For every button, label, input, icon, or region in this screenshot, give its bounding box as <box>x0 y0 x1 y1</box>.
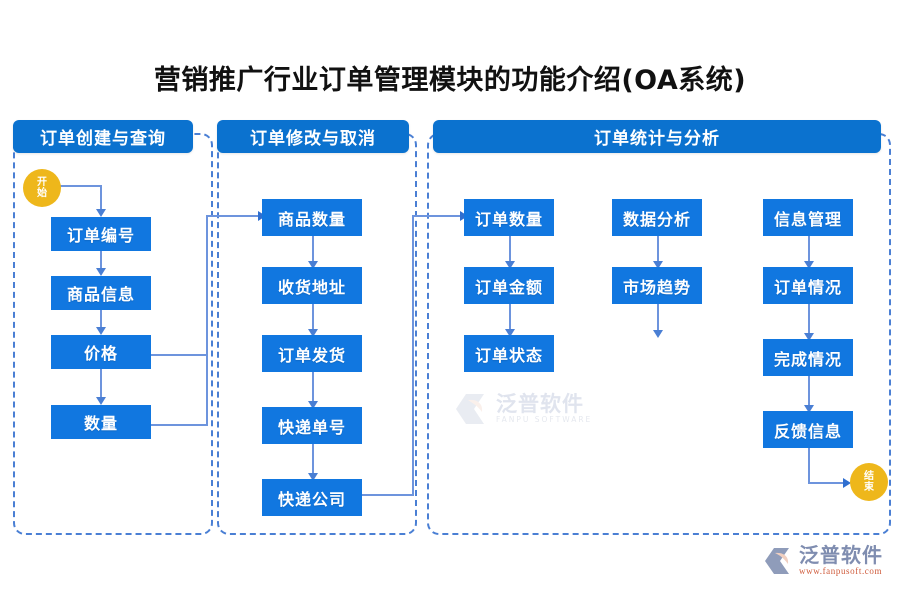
node-label: 数量 <box>83 414 118 433</box>
node-label: 商品数量 <box>277 209 346 229</box>
node-market-trend[interactable]: 市场趋势 <box>612 267 702 304</box>
node-label: 订单金额 <box>474 277 543 297</box>
connector-feedback-to-end-h <box>808 482 846 484</box>
logo-text-block: 泛普软件 www.fanpusoft.com <box>799 545 883 577</box>
terminator-start: 开 始 <box>23 169 61 207</box>
connector-company-to-bus <box>362 494 414 496</box>
fanpu-logo-icon <box>762 545 796 577</box>
node-label: 价格 <box>83 344 118 363</box>
arrow-into-goodsinfo <box>96 268 106 276</box>
panel-header-label: 订单修改与取消 <box>250 129 376 149</box>
arrow-into-orderstatus <box>505 329 515 337</box>
arrow-into-qty <box>96 397 106 405</box>
node-label: 快递公司 <box>277 489 346 509</box>
node-tracking-number[interactable]: 快递单号 <box>262 407 362 444</box>
panel-header-label: 订单统计与分析 <box>594 129 720 149</box>
logo-cn: 泛普软件 <box>799 543 883 567</box>
node-label: 订单状态 <box>474 345 543 365</box>
arrow-into-markettrend <box>653 261 663 269</box>
node-order-shipment[interactable]: 订单发货 <box>262 335 362 372</box>
node-label: 市场趋势 <box>622 277 691 297</box>
node-completion-situation[interactable]: 完成情况 <box>763 339 853 376</box>
panel-header-stats-analysis: 订单统计与分析 <box>433 120 881 153</box>
node-order-amount[interactable]: 订单金额 <box>464 267 554 304</box>
node-goods-quantity[interactable]: 商品数量 <box>262 199 362 236</box>
node-label: 快递单号 <box>277 417 346 437</box>
arrow-into-ordernum <box>96 209 106 217</box>
arrow-into-feedback <box>804 405 814 413</box>
connector-bus-into-ordercount <box>412 215 462 217</box>
arrow-into-end <box>843 478 851 488</box>
connector-goodsqty-to-address <box>312 236 314 264</box>
page-title: 营销推广行业订单管理模块的功能介绍(OA系统) <box>153 65 747 96</box>
arrow-into-orderstate <box>804 261 814 269</box>
connector-ordernum-to-goodsinfo <box>100 251 102 272</box>
terminator-start-line2: 始 <box>37 188 47 199</box>
node-label: 订单编号 <box>66 226 135 245</box>
connector-completion-to-feedback <box>808 376 810 408</box>
arrow-markettrend-downstream <box>653 330 663 338</box>
node-label: 订单情况 <box>773 277 842 297</box>
connector-infomgmt-to-orderstate <box>808 236 810 264</box>
node-price[interactable]: 价格 <box>51 335 151 369</box>
panel-header-label: 订单创建与查询 <box>40 129 166 149</box>
connector-markettrend-下游 <box>657 304 659 332</box>
panel-header-create-query: 订单创建与查询 <box>13 120 193 153</box>
node-label: 收货地址 <box>277 277 346 297</box>
node-label: 商品信息 <box>66 285 135 304</box>
node-data-analysis[interactable]: 数据分析 <box>612 199 702 236</box>
connector-feedback-to-end-v <box>808 440 810 483</box>
node-shipping-address[interactable]: 收货地址 <box>262 267 362 304</box>
connector-price-to-qty <box>100 369 102 401</box>
connector-orderstate-to-completion <box>808 304 810 336</box>
connector-bus-into-goodsqty <box>206 215 260 217</box>
connector-start-to-ordernum-h <box>60 185 101 187</box>
arrow-into-orderamount <box>505 261 515 269</box>
node-label: 订单数量 <box>474 209 543 229</box>
connector-qty-to-bus <box>151 424 208 426</box>
node-info-management[interactable]: 信息管理 <box>763 199 853 236</box>
arrow-into-completion <box>804 333 814 341</box>
node-courier-company[interactable]: 快递公司 <box>262 479 362 516</box>
arrow-into-price <box>96 327 106 335</box>
node-order-count[interactable]: 订单数量 <box>464 199 554 236</box>
panel-header-modify-cancel: 订单修改与取消 <box>217 120 409 153</box>
node-label: 信息管理 <box>773 209 842 229</box>
connector-start-to-ordernum-v <box>100 185 102 211</box>
terminator-end-line1: 结 <box>864 471 874 482</box>
node-label: 数据分析 <box>622 209 691 229</box>
connector-shipping-to-trackno <box>312 372 314 404</box>
node-label: 完成情况 <box>773 349 842 369</box>
terminator-end: 结 束 <box>850 463 888 501</box>
fanpu-logo: 泛普软件 www.fanpusoft.com <box>762 545 883 577</box>
connector-trackno-to-company <box>312 444 314 476</box>
logo-url: www.fanpusoft.com <box>799 566 883 576</box>
node-label: 反馈信息 <box>773 421 842 441</box>
terminator-end-line2: 束 <box>864 482 874 493</box>
node-order-situation[interactable]: 订单情况 <box>763 267 853 304</box>
arrow-into-shipping <box>308 329 318 337</box>
connector-dataanalysis-to-markettrend <box>657 236 659 264</box>
connector-orderamount-to-orderstatus <box>509 304 511 332</box>
connector-ordercount-to-orderamount <box>509 236 511 264</box>
arrow-into-company <box>308 473 318 481</box>
connector-bus-col2-to-col3 <box>412 215 414 496</box>
node-order-status[interactable]: 订单状态 <box>464 335 554 372</box>
connector-bus-col1-to-col2 <box>206 215 208 426</box>
arrow-into-trackno <box>308 401 318 409</box>
node-order-number[interactable]: 订单编号 <box>51 217 151 251</box>
node-label: 订单发货 <box>277 345 346 365</box>
terminator-start-line1: 开 <box>37 177 47 188</box>
arrow-into-address <box>308 261 318 269</box>
node-goods-info[interactable]: 商品信息 <box>51 276 151 310</box>
node-feedback-info[interactable]: 反馈信息 <box>763 411 853 448</box>
connector-goodsinfo-to-price <box>100 310 102 331</box>
connector-address-to-shipping <box>312 304 314 332</box>
node-quantity[interactable]: 数量 <box>51 405 151 439</box>
connector-price-to-bus <box>151 354 208 356</box>
